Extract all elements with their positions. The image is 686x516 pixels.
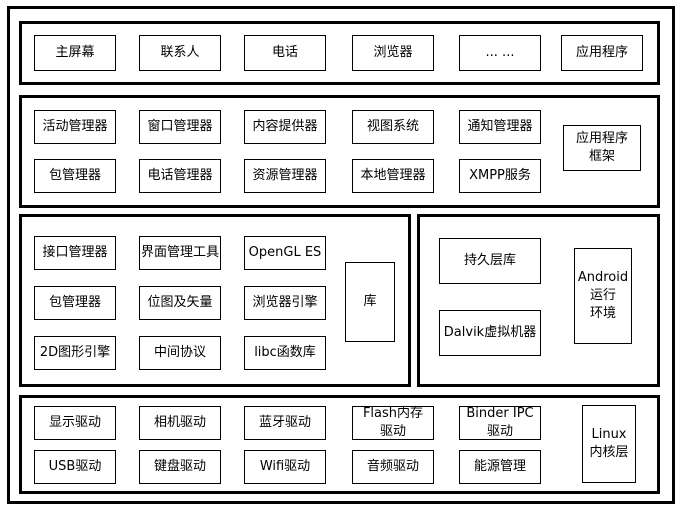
framework-activity-manager: 活动管理器: [34, 110, 116, 144]
kernel-keyboard-driver: 键盘驱动: [139, 450, 221, 484]
lib-middleware-protocol: 中间协议: [139, 336, 221, 370]
libraries-layer: [19, 214, 411, 387]
lib-bitmap-vector: 位图及矢量: [139, 286, 221, 320]
kernel-layer: [19, 395, 660, 494]
lib-package-manager: 包管理器: [34, 286, 116, 320]
lib-ui-toolkit: 界面管理工具: [139, 236, 221, 270]
framework-notification-manager: 通知管理器: [459, 110, 541, 144]
lib-2d-graphics-engine: 2D图形引擎: [34, 336, 116, 370]
kernel-audio-driver: 音频驱动: [352, 450, 434, 484]
framework-content-provider: 内容提供器: [244, 110, 326, 144]
framework-telephony-manager: 电话管理器: [139, 159, 221, 193]
runtime-label: Android 运行 环境: [574, 248, 632, 344]
framework-layer: [19, 95, 660, 208]
kernel-label: Linux 内核层: [582, 405, 636, 483]
architecture-diagram: [7, 6, 675, 504]
framework-resource-manager: 资源管理器: [244, 159, 326, 193]
kernel-wifi-driver: Wifi驱动: [244, 450, 326, 484]
app-applications: 应用程序: [561, 35, 643, 71]
framework-xmpp-service: XMPP服务: [459, 159, 541, 193]
app-more: ... ...: [459, 35, 541, 71]
lib-opengl-es: OpenGL ES: [244, 236, 326, 270]
runtime-dalvik-vm: Dalvik虚拟机器: [439, 310, 541, 356]
kernel-usb-driver: USB驱动: [34, 450, 116, 484]
lib-browser-engine: 浏览器引擎: [244, 286, 326, 320]
runtime-layer: [417, 214, 660, 387]
kernel-display-driver: 显示驱动: [34, 406, 116, 440]
kernel-power-management: 能源管理: [459, 450, 541, 484]
app-contacts: 联系人: [139, 35, 221, 71]
kernel-flash-memory-driver: Flash内存 驱动: [352, 406, 434, 440]
framework-local-manager: 本地管理器: [352, 159, 434, 193]
runtime-core-libraries: 持久层库: [439, 238, 541, 284]
framework-label: 应用程序 框架: [563, 125, 641, 171]
libraries-label: 库: [345, 262, 395, 342]
framework-package-manager: 包管理器: [34, 159, 116, 193]
app-home-screen: 主屏幕: [34, 35, 116, 71]
app-browser: 浏览器: [352, 35, 434, 71]
framework-window-manager: 窗口管理器: [139, 110, 221, 144]
kernel-binder-ipc-driver: Binder IPC 驱动: [459, 406, 541, 440]
kernel-bluetooth-driver: 蓝牙驱动: [244, 406, 326, 440]
app-phone: 电话: [244, 35, 326, 71]
lib-surface-manager: 接口管理器: [34, 236, 116, 270]
kernel-camera-driver: 相机驱动: [139, 406, 221, 440]
lib-libc: libc函数库: [244, 336, 326, 370]
framework-view-system: 视图系统: [352, 110, 434, 144]
application-layer: [19, 21, 660, 85]
